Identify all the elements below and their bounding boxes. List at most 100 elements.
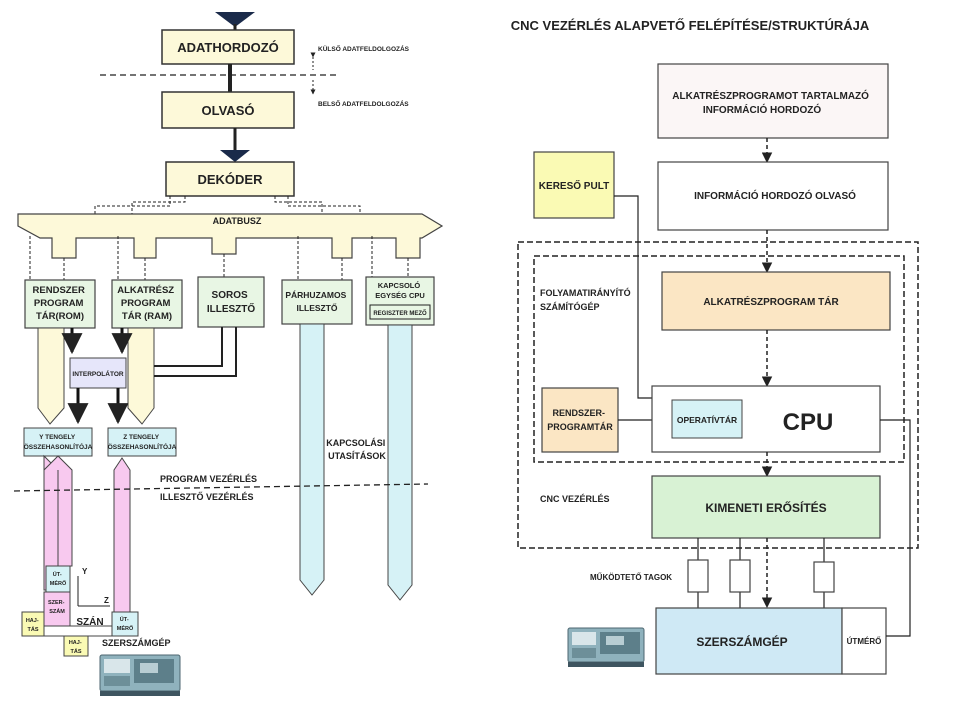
computer-dashed-frame	[533, 255, 905, 463]
utmero-z-label-2: MÉRŐ	[117, 624, 134, 632]
hajtas-left-label: HAJ- TÁS	[26, 618, 40, 633]
mukodteto-label: MŰKÖDTETŐ TAGOK	[590, 573, 672, 582]
axis-z-label: Z	[104, 596, 109, 605]
soros-box	[197, 276, 265, 328]
actuator-2	[729, 559, 751, 593]
szerszam-label: SZER- SZÁM	[48, 600, 66, 615]
parhuzamos-label: PÁRHUZAMOS ILLESZTŐ	[285, 290, 348, 313]
szerszamgep-left-label: SZERSZÁMGÉP	[102, 638, 171, 648]
right-diagram: CNC VEZÉRLÉS ALAPVETŐ FELÉPÍTÉSE/STRUKTÚ…	[511, 18, 919, 675]
rom-box	[24, 279, 96, 329]
kapcsolasi-label-1: KAPCSOLÁSI	[326, 438, 385, 448]
utmero-y-label-1: ÚT-	[53, 571, 62, 578]
hajtas-bottom-label-2: TÁS	[71, 648, 82, 655]
rom-label-1: RENDSZER	[33, 285, 85, 296]
cnc-dashed-frame	[517, 241, 919, 549]
soros-label-2: ILLESZTŐ	[207, 302, 256, 315]
hajtas-bottom-label: HAJ- TÁS	[69, 640, 83, 655]
actuator-3	[813, 561, 835, 593]
cpu-label: CPU	[783, 409, 834, 436]
kereso-label: KERESŐ PULT	[539, 179, 609, 192]
machine-tool-icon	[99, 654, 181, 696]
regiszter-label: REGISZTER MEZŐ	[373, 310, 427, 317]
hordozo-box	[657, 63, 889, 139]
axis-y-label: Y	[82, 567, 88, 576]
hordozo-label-1: ALKATRÉSZPROGRAMOT TARTALMAZÓ	[672, 89, 869, 102]
szerszamgep-label: SZERSZÁMGÉP	[696, 634, 787, 649]
olvaso-label: OLVASÓ	[202, 103, 255, 118]
folyamat-label-2: SZÁMÍTÓGÉP	[540, 301, 600, 312]
utmero-z-label-1: ÚT-	[120, 616, 129, 623]
link-kereso-cpu	[614, 195, 652, 399]
kapcsolo-output-arrow	[387, 324, 413, 601]
adatbusz-bus	[17, 213, 444, 259]
folyamat-label-1: FOLYAMATIRÁNYÍTÓ	[540, 287, 631, 298]
ram-label: ALKATRÉSZ PROGRAM TÁR (RAM)	[117, 285, 176, 322]
machine-tool-icon-right	[567, 627, 645, 667]
kapcsolo-label-2: EGYSÉG CPU	[375, 291, 425, 300]
rom-down-shape	[37, 327, 65, 425]
progtar-box	[661, 271, 891, 331]
szerszamgep-box	[655, 607, 843, 675]
y-comparator-box	[23, 427, 93, 457]
right-title: CNC VEZÉRLÉS ALAPVETŐ FELÉPÍTÉSE/STRUKTÚ…	[511, 18, 870, 33]
hordozo-olvaso-box	[657, 161, 889, 231]
hordozo-label-2: INFORMÁCIÓ HORDOZÓ	[703, 103, 822, 116]
kapcsolo-label: KAPCSOLÓ EGYSÉG CPU	[375, 281, 425, 300]
operativ-label: OPERATÍVTÁR	[677, 415, 737, 425]
dekoder-box	[165, 161, 295, 197]
belso-label: BELSŐ ADATFELDOLGOZÁS	[318, 99, 409, 108]
regiszter-box	[369, 304, 431, 320]
rom-label-2: PROGRAM	[34, 298, 84, 309]
cnc-label: CNC VEZÉRLÉS	[540, 494, 610, 504]
hajtas-left-label-1: HAJ-	[26, 618, 39, 624]
kimeneti-label: KIMENETI ERŐSÍTÉS	[705, 500, 826, 515]
actuator-1	[687, 559, 709, 593]
kapcsolasi-label-2: UTASÍTÁSOK	[328, 451, 386, 461]
hordozo-label: ALKATRÉSZPROGRAMOT TARTALMAZÓ INFORMÁCIÓ…	[672, 89, 871, 116]
progtar-label: ALKATRÉSZPROGRAM TÁR	[703, 295, 839, 308]
utmero-box-z	[111, 611, 139, 637]
hajtas-bottom-label-1: HAJ-	[69, 640, 82, 646]
y-comp-label-2: ÖSSZEHASONLÍTÓJA	[24, 442, 93, 451]
z-pink-arrow	[113, 457, 131, 613]
interpolator-box	[69, 357, 127, 389]
utmero-box-y	[45, 565, 71, 593]
ram-label-2: PROGRAM	[121, 298, 171, 309]
soros-label: SOROS ILLESZTŐ	[207, 290, 256, 315]
rendszer-tar-label-1: RENDSZER-	[552, 408, 605, 418]
kereso-box	[533, 151, 615, 219]
utmero-z-label: ÚT- MÉRŐ	[117, 616, 134, 632]
utmero-y-label: ÚT- MÉRŐ	[50, 571, 67, 587]
soros-link-1	[154, 327, 223, 367]
illeszto-vez-label: ILLESZTŐ VEZÉRLÉS	[160, 491, 254, 502]
hajtas-box-bottom	[63, 635, 89, 657]
z-comparator-box	[107, 427, 177, 457]
utmero-box	[841, 607, 887, 675]
kimeneti-box	[651, 475, 881, 539]
input-arrow-icon	[215, 12, 255, 27]
soros-link-2	[154, 327, 237, 377]
z-comp-label-1: Z TENGELY	[123, 434, 160, 441]
rendszer-tar-label-2: PROGRAMTÁR	[547, 422, 613, 432]
ram-label-3: TÁR (RAM)	[122, 311, 172, 322]
kapcsolasi-label: KAPCSOLÁSI UTASÍTÁSOK	[326, 438, 388, 461]
z-comp-label: Z TENGELY ÖSSZEHASONLÍTÓJA	[108, 434, 177, 451]
kulso-label: KÜLSŐ ADATFELDOLGOZÁS	[318, 44, 410, 53]
dekoder-label: DEKÓDER	[197, 172, 263, 187]
operativ-box	[671, 399, 743, 439]
y-comp-label-1: Y TENGELY	[39, 434, 76, 441]
utmero-feedback-link	[880, 419, 911, 637]
y-comp-label: Y TENGELY ÖSSZEHASONLÍTÓJA	[24, 434, 93, 451]
rom-label-3: TÁR(ROM)	[36, 311, 84, 322]
kapcsolo-label-1: KAPCSOLÓ	[378, 281, 421, 290]
control-divider	[13, 483, 429, 492]
folyamat-label: FOLYAMATIRÁNYÍTÓ SZÁMÍTÓGÉP	[540, 287, 633, 312]
szerszam-label-2: SZÁM	[49, 608, 65, 615]
program-vez-label: PROGRAM VEZÉRLÉS	[160, 474, 257, 484]
ram-down-shape	[127, 327, 155, 425]
szerszam-box	[43, 591, 71, 627]
szan-label: SZÁN	[76, 615, 103, 628]
rendszer-tar-label: RENDSZER- PROGRAMTÁR	[547, 408, 613, 432]
